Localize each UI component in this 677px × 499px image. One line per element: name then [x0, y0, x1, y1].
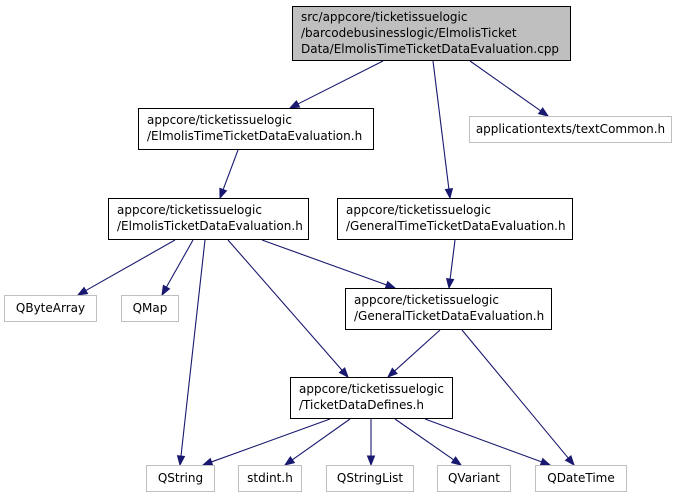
node-label-line: QStringList — [336, 471, 404, 485]
node-qstringlist[interactable]: QStringList — [326, 465, 414, 492]
edge-arrowhead — [76, 286, 89, 296]
edge-line — [85, 239, 176, 292]
edge-defines-to-qstringlist — [366, 419, 376, 467]
edge-line — [394, 329, 441, 372]
edge-line — [432, 60, 450, 190]
edge-line — [222, 149, 239, 190]
node-root-cpp-file[interactable]: src/appcore/ticketissuelogic /barcodebus… — [292, 6, 571, 61]
edge-line — [292, 418, 351, 461]
edge-line — [424, 418, 542, 463]
edge-arrowhead — [564, 454, 575, 467]
edge-general-to-defines — [386, 329, 441, 378]
edge-defines-to-qdatetime — [424, 418, 552, 466]
node-label-line: appcore/ticketissuelogic — [117, 203, 262, 217]
node-stdint-header[interactable]: stdint.h — [238, 465, 302, 492]
edge-arrowhead — [444, 188, 454, 200]
node-label-line: appcore/ticketissuelogic — [147, 113, 292, 127]
node-qdatetime[interactable]: QDateTime — [535, 465, 627, 492]
node-elmolis-time-ticket-header[interactable]: appcore/ticketissuelogic /ElmolisTimeTic… — [138, 108, 374, 150]
edge-elmolis-to-defines — [227, 239, 349, 379]
node-label-line: /TicketDataDefines.h — [299, 398, 425, 412]
edge-line — [211, 418, 331, 463]
edge-arrowhead — [219, 187, 228, 200]
edge-elmolis_time-to-elmolis — [219, 149, 239, 200]
edge-line — [227, 239, 343, 371]
node-qmap[interactable]: QMap — [121, 295, 179, 322]
node-qstring[interactable]: QString — [146, 465, 215, 492]
node-label-line: Data/ElmolisTimeTicketDataEvaluation.cpp — [301, 42, 560, 56]
edge-elmolis-to-qstring — [176, 239, 206, 467]
edge-line — [165, 239, 194, 288]
edge-line — [461, 329, 569, 459]
node-label-line: QDateTime — [547, 471, 615, 485]
edge-arrowhead — [366, 455, 376, 467]
edge-arrowhead — [445, 278, 455, 290]
node-label-line: /ElmolisTimeTicketDataEvaluation.h — [147, 129, 363, 143]
edge-line — [180, 239, 206, 457]
edge-defines-to-qstring — [201, 418, 331, 466]
node-label-line: /barcodebusinesslogic/ElmolisTicket — [301, 26, 517, 40]
edge-arrowhead — [283, 456, 296, 466]
node-label-line: appcore/ticketissuelogic — [346, 203, 491, 217]
node-label-line: stdint.h — [247, 471, 293, 485]
edge-elmolis-to-general — [261, 239, 397, 289]
node-label-line: appcore/ticketissuelogic — [299, 382, 444, 396]
edge-line — [449, 239, 456, 280]
edge-line — [297, 60, 384, 105]
edge-line — [394, 418, 454, 461]
edge-defines-to-qvariant — [394, 418, 463, 466]
edge-line — [469, 60, 541, 112]
edge-arrowhead — [450, 456, 463, 466]
node-general-time-ticket-header[interactable]: appcore/ticketissuelogic /GeneralTimeTic… — [337, 198, 573, 240]
node-label-line: QVariant — [447, 471, 500, 485]
edge-root-to-general_time — [432, 60, 454, 200]
edge-root-to-textcommon — [469, 60, 550, 117]
edge-arrowhead — [537, 107, 550, 117]
edge-arrowhead — [176, 455, 186, 467]
node-elmolis-ticket-header[interactable]: appcore/ticketissuelogic /ElmolisTicketD… — [108, 198, 309, 240]
edge-arrowhead — [288, 99, 301, 109]
edge-arrowhead — [161, 284, 171, 297]
node-label-line: appcore/ticketissuelogic — [354, 293, 499, 307]
edge-line — [261, 239, 387, 286]
edge-general-to-qdatetime — [461, 329, 575, 467]
node-textcommon-header[interactable]: applicationtexts/textCommon.h — [469, 116, 672, 143]
node-label-line: QByteArray — [15, 301, 86, 315]
node-label-line: /GeneralTicketDataEvaluation.h — [354, 309, 545, 323]
node-label-line: src/appcore/ticketissuelogic — [301, 10, 468, 24]
node-qvariant[interactable]: QVariant — [437, 465, 511, 492]
node-label-line: QString — [157, 471, 204, 485]
node-label-line: /ElmolisTicketDataEvaluation.h — [117, 219, 303, 233]
node-ticket-data-defines-header[interactable]: appcore/ticketissuelogic /TicketDataDefi… — [290, 377, 453, 419]
edge-arrowhead — [338, 367, 349, 379]
node-label-line: QMap — [132, 301, 168, 315]
node-general-ticket-header[interactable]: appcore/ticketissuelogic /GeneralTicketD… — [345, 288, 552, 330]
edge-arrowhead — [386, 367, 398, 378]
edge-defines-to-stdint — [283, 418, 351, 466]
edge-elmolis-to-qbytearray — [76, 239, 176, 296]
node-label-line: /GeneralTimeTicketDataEvaluation.h — [346, 219, 566, 233]
node-label-line: applicationtexts/textCommon.h — [475, 122, 666, 136]
node-qbytearray[interactable]: QByteArray — [4, 295, 97, 322]
edge-general_time-to-general — [445, 239, 456, 290]
edge-root-to-elmolis_time — [288, 60, 384, 109]
edge-elmolis-to-qmap — [161, 239, 194, 297]
